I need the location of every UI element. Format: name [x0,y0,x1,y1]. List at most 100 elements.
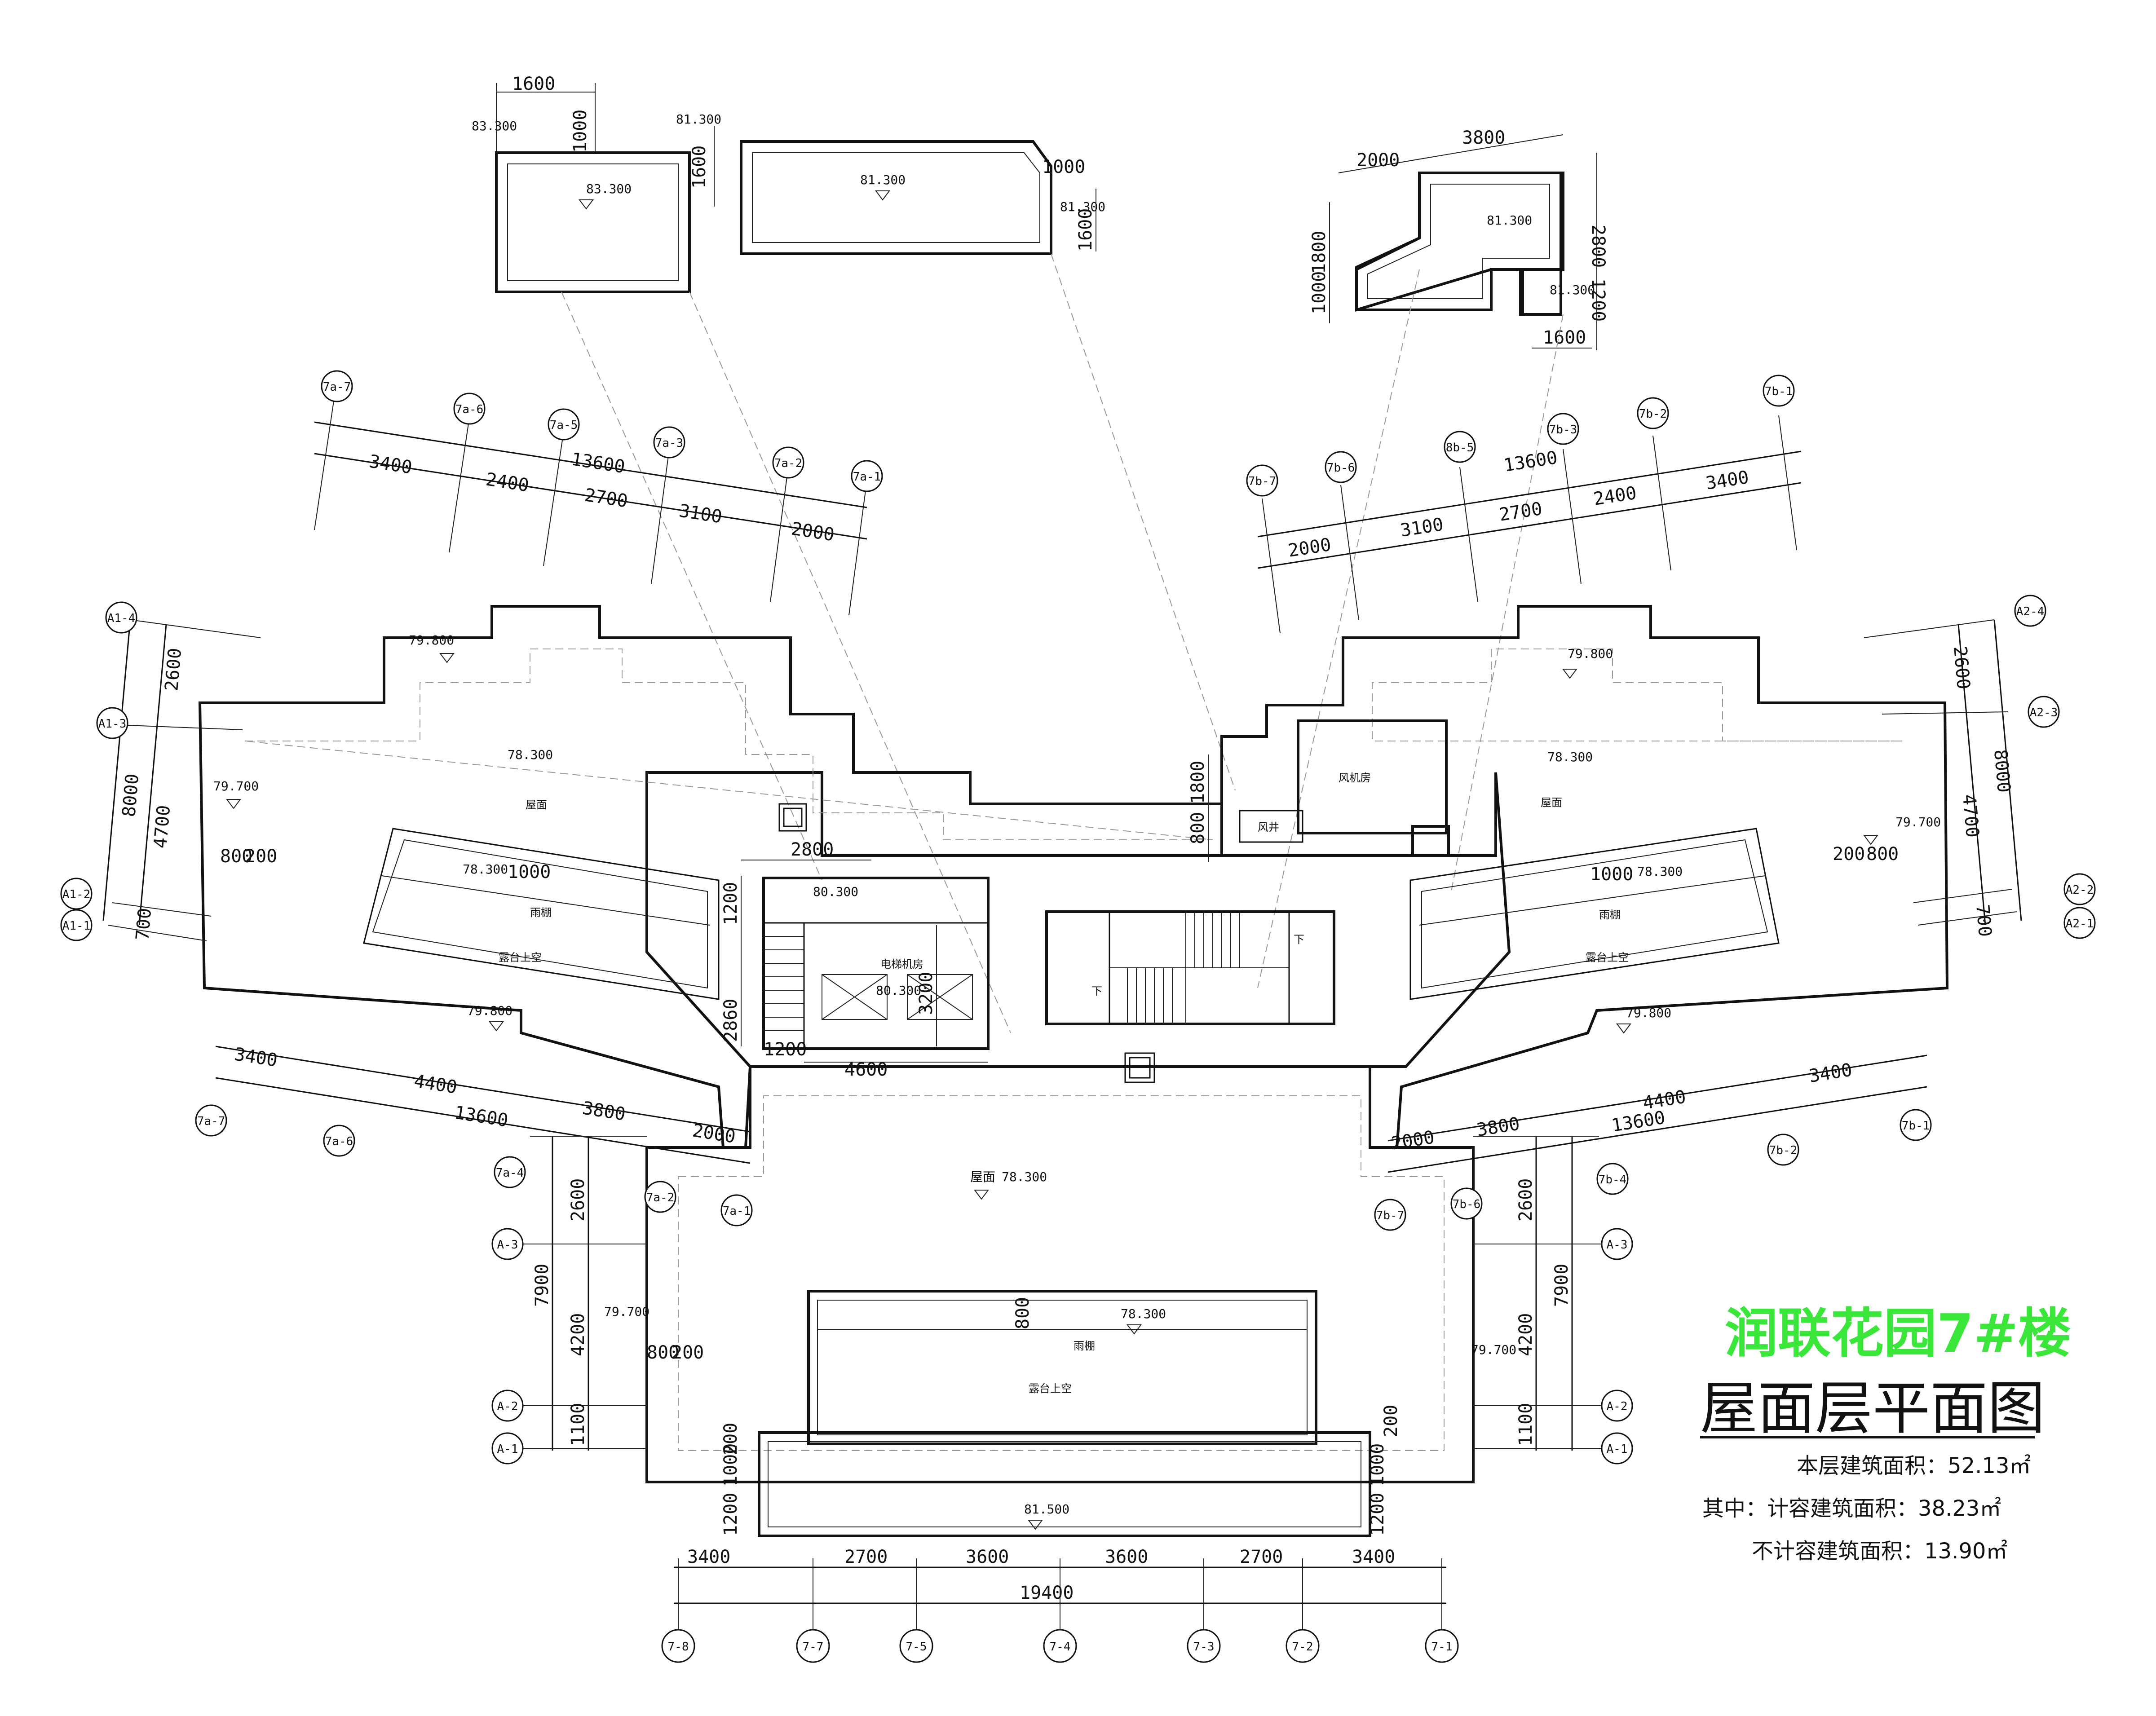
dim-rs-seg-2: 4700 [1958,794,1983,838]
axis-cr-1: A-3 [1607,1238,1628,1252]
elev-left-terrace: 78.300 [463,862,508,877]
axis-tr-4: 7b-3 [1549,423,1577,437]
dim-cl-total: 7900 [532,1264,552,1307]
axis-rs-1: A2-4 [2016,605,2045,618]
dim-core-width: 4600 [844,1059,888,1080]
dim-detail-right-h3: 2800 [1588,225,1608,268]
elev-right-parapet-3: 79.800 [1626,1006,1671,1020]
axis-tr-3: 8b-5 [1446,441,1474,454]
dim-cl-extra-4: 1000 [720,1443,741,1487]
dim-core-bottom: 1200 [764,1039,807,1060]
elev-top-mid-2: 81.300 [860,172,906,187]
dims-center-right: 2600 4200 1100 7900 200 1000 1200 A-3 A-… [1367,1136,1633,1536]
axis-lwb-5: 7a-1 [723,1204,751,1218]
dim-core-left-1: 1200 [720,882,741,925]
dim-bottom-total: 19400 [1020,1583,1074,1603]
dim-rs-extra-2: 800 [1866,844,1899,865]
elev-machine-2: 80.300 [876,983,921,998]
axis-bottom-6: 7-2 [1292,1640,1313,1654]
axis-rwb-4: 7b-2 [1769,1144,1798,1157]
axis-ls-3: A1-2 [62,888,91,901]
dims-right-side: 2600 4700 700 8000 200 800 A2-4 A2-3 A2-… [1833,595,2096,939]
dim-detail-mid-w: 1000 [1042,157,1085,177]
elev-bottom: 81.500 [1024,1502,1069,1517]
label-canopy-right: 雨棚 [1599,909,1621,921]
dim-detail-left-h1: 1000 [570,110,591,153]
project-title: 润联花园7#楼 [1725,1302,2071,1364]
dim-tr-seg-2: 3100 [1399,514,1445,541]
dim-tl-seg-4: 3100 [677,500,723,527]
dim-detail-mid-h: 1600 [689,146,710,189]
dim-cr-extra-2: 1000 [1367,1443,1388,1487]
area-counted: 其中：计容建筑面积：38.23㎡ [1702,1496,2001,1521]
area-uncounted: 不计容建筑面积：13.90㎡ [1752,1539,2007,1564]
elev-right-parapet-2: 79.700 [1895,815,1941,829]
dims-left-wing-bottom: 3400 4400 3800 2000 13600 7a-7 7a-6 7a-4… [195,1044,753,1226]
label-stair-down-1: 下 [1294,933,1304,946]
detail-top-right: 2000 3800 1800 1000 2800 1200 1600 81.30… [1309,128,1608,350]
dim-lwb-seg-4: 2000 [691,1120,737,1147]
dim-bottom-seg-2: 2700 [844,1547,888,1567]
dim-detail-right-h4: 1200 [1588,278,1608,322]
dim-rs-seg-3: 700 [1972,904,1995,938]
label-terrace-right: 露台上空 [1586,951,1629,964]
dim-fan-2: 800 [1188,812,1208,844]
axis-tl-2: 7a-6 [455,403,484,416]
dim-detail-mid-h2: 1600 [1075,208,1096,251]
drawing-title: 屋面层平面图 [1700,1375,2045,1442]
axis-bottom-4: 7-4 [1050,1640,1071,1654]
dim-cr-total: 7900 [1551,1264,1572,1307]
dim-terrace-r: 1000 [1590,864,1633,885]
axis-bottom-1: 7-8 [668,1640,689,1654]
axis-cr-2: A-2 [1607,1400,1628,1413]
dims-right-wing-bottom: 2000 3800 4400 3400 13600 7b-7 7b-6 7b-4… [1374,1054,1932,1231]
elev-center-parapet-l: 79.700 [604,1304,649,1319]
detail-top-left: 1600 1000 83.300 83.300 [472,74,691,293]
dim-tr-seg-4: 2400 [1592,483,1638,510]
dim-cr-extra-3: 1200 [1367,1493,1388,1536]
label-roof-right: 屋面 [1541,796,1562,809]
dim-tl-seg-5: 2000 [790,518,835,545]
dim-cr-seg-2: 4200 [1515,1313,1536,1356]
axis-cr-3: A-1 [1607,1442,1628,1456]
axis-bottom-2: 7-7 [803,1640,824,1654]
dim-cr-seg-3: 1100 [1515,1403,1536,1446]
elev-left-parapet-2: 79.700 [213,779,259,794]
elev-top-right-1: 81.300 [1487,213,1532,228]
dim-bottom-seg-5: 2700 [1240,1547,1283,1567]
dim-rwb-seg-4: 3400 [1807,1059,1853,1087]
dim-tr-seg-3: 2700 [1498,498,1543,525]
dim-lwb-seg-2: 4400 [412,1071,458,1098]
axis-ls-2: A1-3 [98,717,127,731]
dim-cr-extra-1: 200 [1381,1405,1401,1437]
axis-bottom-5: 7-3 [1193,1640,1215,1654]
axis-rwb-1: 7b-7 [1376,1209,1405,1222]
axis-ls-4: A1-1 [62,919,91,933]
elev-center-terrace: 78.300 [1121,1306,1166,1321]
axis-lwb-1: 7a-7 [197,1115,225,1128]
dim-cl-seg-2: 4200 [568,1313,588,1356]
axis-cl-3: A-1 [497,1442,518,1456]
dim-cl-seg-3: 1100 [568,1403,588,1446]
axis-ls-1: A1-4 [107,612,136,625]
dim-tl-seg-2: 2400 [484,469,530,496]
dim-bottom-seg-4: 3600 [1105,1547,1148,1567]
dim-detail-right-h1: 1800 [1309,231,1330,274]
axis-tl-1: 7a-7 [323,380,351,394]
dim-detail-right-h2: 1000 [1309,271,1330,314]
elev-machine-1: 80.300 [813,884,858,899]
center-block: 81.500 78.300 雨棚 露台上空 屋面 78.300 79.700 7… [604,1065,1516,1537]
label-elevator-machine: 电梯机房 [880,958,923,970]
dim-tr-seg-5: 3400 [1704,467,1750,494]
label-fan-room: 风机房 [1339,772,1371,784]
core-area: 电梯机房 80.300 80.300 2800 1200 2860 1200 4… [720,803,1335,1083]
axis-tr-5: 7b-2 [1639,407,1667,421]
dim-rwb-total: 13600 [1610,1107,1666,1136]
dim-lwb-total: 13600 [453,1102,509,1131]
axis-rs-2: A2-3 [2030,706,2058,719]
dim-ls-extra-2: 200 [245,846,277,867]
dims-top-left: 3400 2400 2700 3100 2000 13600 7a-7 7a-6… [314,370,883,616]
axis-tl-3: 7a-5 [550,419,578,432]
elev-left-parapet-3: 79.800 [467,1003,512,1018]
